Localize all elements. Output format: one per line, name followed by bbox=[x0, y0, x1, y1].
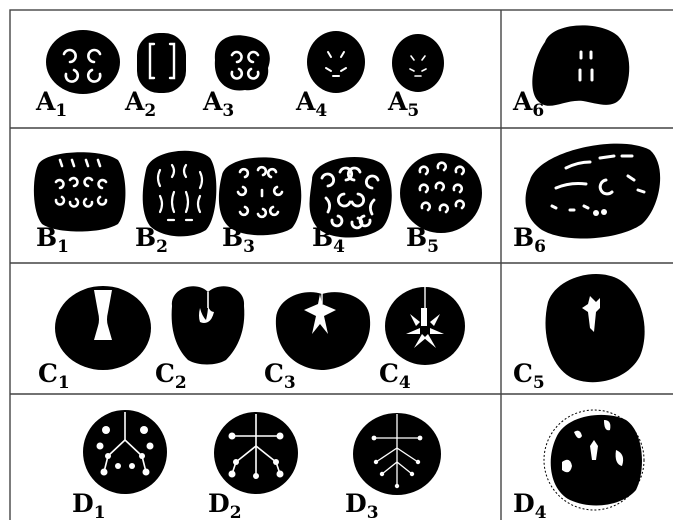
panel-label-c2: C2 bbox=[155, 359, 187, 393]
panel-label-c3: C3 bbox=[264, 359, 296, 393]
section-A1 bbox=[46, 30, 120, 94]
section-D1 bbox=[83, 410, 167, 494]
panel-label-a4: A4 bbox=[295, 87, 327, 121]
panel-label-a5: A5 bbox=[387, 87, 419, 121]
section-A2 bbox=[137, 33, 186, 93]
section-C1 bbox=[55, 286, 151, 370]
section-C2 bbox=[172, 286, 245, 364]
section-C3 bbox=[276, 290, 370, 370]
panel-label-c1: C1 bbox=[38, 359, 70, 393]
panel-label-a3: A3 bbox=[202, 87, 234, 121]
section-A6 bbox=[532, 25, 629, 105]
section-A5 bbox=[392, 34, 444, 92]
panel-label-a2: A2 bbox=[124, 87, 156, 121]
section-A4 bbox=[307, 31, 365, 93]
panel-label-d2: D2 bbox=[208, 489, 242, 520]
section-D3 bbox=[353, 413, 441, 495]
section-B1 bbox=[34, 152, 126, 231]
section-C5 bbox=[545, 274, 644, 382]
section-B6 bbox=[526, 144, 661, 239]
panel-label-c5: C5 bbox=[513, 359, 545, 393]
section-C4 bbox=[385, 287, 465, 365]
section-D4 bbox=[544, 410, 644, 510]
section-D2 bbox=[214, 412, 298, 494]
panel-label-d4: D4 bbox=[513, 489, 547, 520]
section-A3 bbox=[215, 35, 270, 90]
panel-label-d1: D1 bbox=[72, 489, 106, 520]
panel-label-c4: C4 bbox=[379, 359, 411, 393]
section-B5 bbox=[400, 153, 482, 233]
panel-label-a1: A1 bbox=[35, 87, 67, 121]
panel-label-d3: D3 bbox=[345, 489, 379, 520]
